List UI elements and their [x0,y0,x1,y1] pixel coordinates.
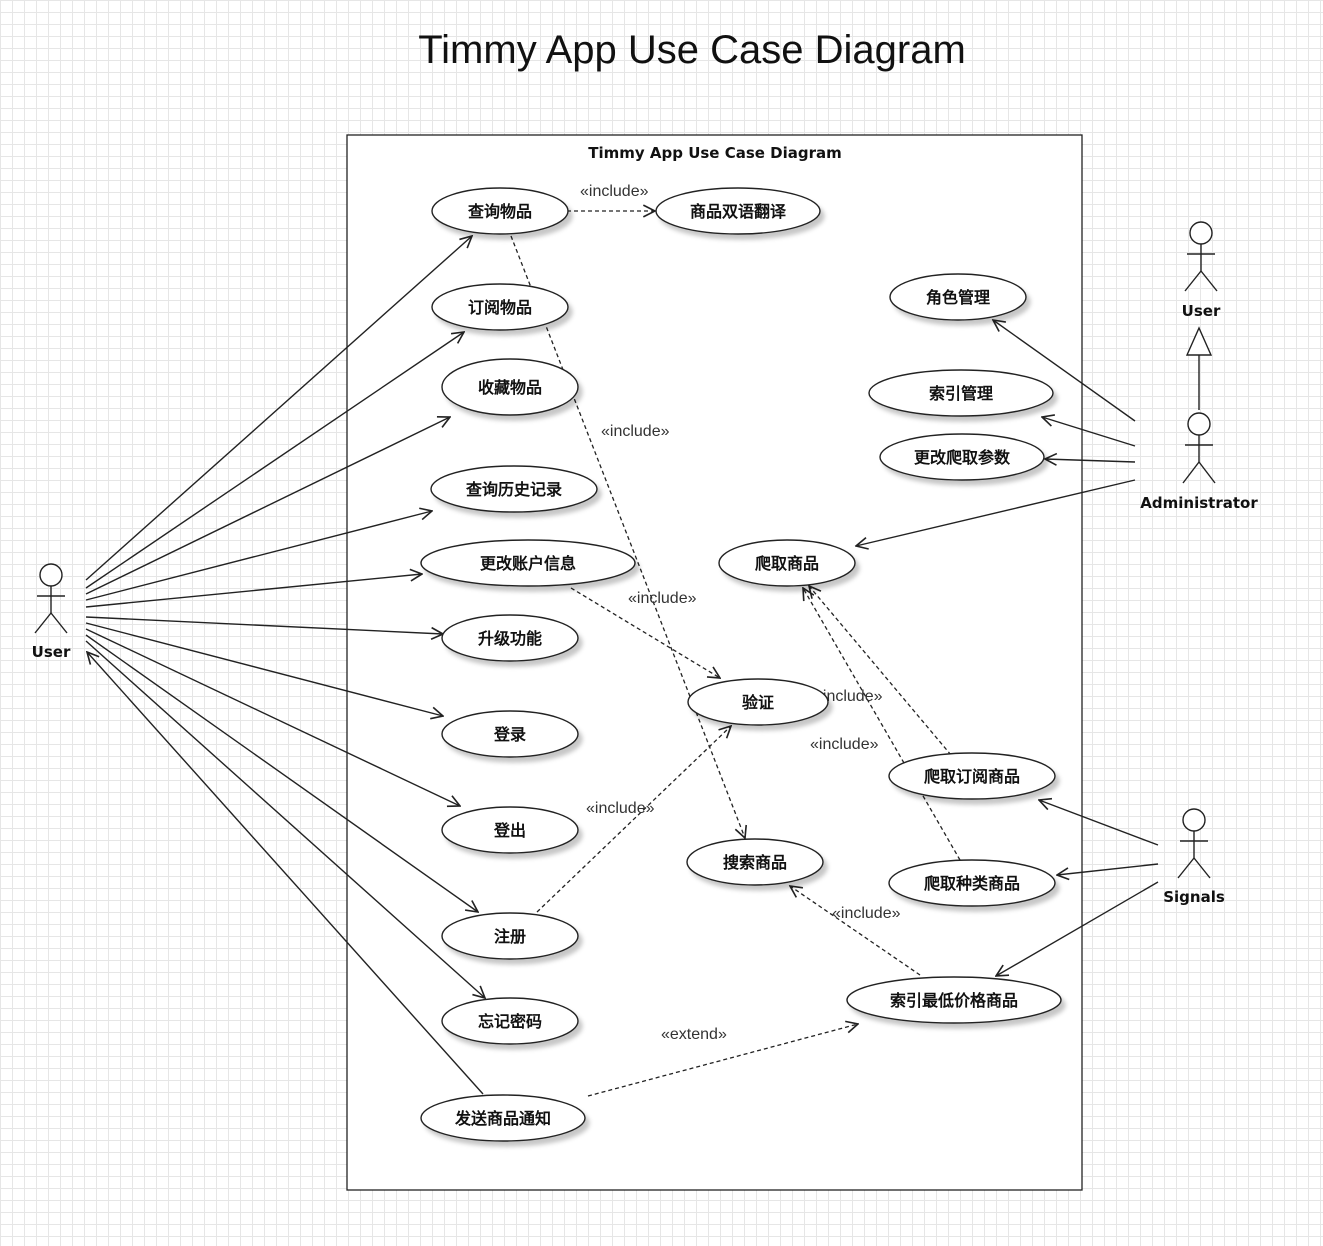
use-case-label: 搜索商品 [723,853,787,872]
assoc-admin-params[interactable] [1045,459,1136,462]
assoc-signals-crawlsub[interactable] [1039,800,1159,846]
label-include-lowest: «include» [832,905,901,922]
actor-label-user-left: User [32,643,71,661]
assoc-user-query[interactable] [85,236,472,581]
include-account-verify[interactable] [570,587,720,678]
assoc-user-login[interactable] [85,622,443,716]
label-include-crawlcat: «include» [810,736,879,753]
assoc-user-register[interactable] [85,634,478,912]
use-case-crawl-category[interactable]: 爬取种类商品 [888,859,1056,907]
use-case-favorite[interactable]: 收藏物品 [441,358,579,416]
use-case-label: 查询历史记录 [466,480,562,499]
use-case-query-items[interactable]: 查询物品 [431,187,569,235]
include-lowest-search[interactable] [790,886,921,976]
assoc-admin-crawl[interactable] [856,479,1136,546]
use-case-label: 收藏物品 [478,378,542,397]
label-extend-notify: «extend» [661,1026,727,1043]
include-register-verify[interactable] [536,726,731,913]
actor-user-right[interactable] [1184,221,1218,292]
generalization-admin-user[interactable] [1185,326,1213,410]
use-case-label: 爬取订阅商品 [923,767,1020,786]
use-case-label: 订阅物品 [468,298,532,317]
assoc-user-forgot[interactable] [85,640,485,998]
assoc-signals-crawlcat[interactable] [1057,863,1159,875]
use-case-label: 注册 [494,927,526,946]
assoc-admin-index[interactable] [1042,417,1136,447]
actor-administrator[interactable] [1182,412,1216,484]
use-case-label: 爬取商品 [754,554,819,573]
use-case-subscribe[interactable]: 订阅物品 [431,283,569,331]
actor-label-signals: Signals [1163,888,1225,906]
include-crawlcat-crawl[interactable] [803,588,961,861]
actor-label-administrator: Administrator [1140,494,1258,512]
use-case-index-mgmt[interactable]: 索引管理 [868,369,1054,417]
assoc-signals-lowest[interactable] [996,881,1159,976]
use-case-label: 索引最低价格商品 [890,991,1018,1010]
use-case-label: 角色管理 [926,288,990,307]
label-include-register: «include» [586,800,655,817]
assoc-user-account[interactable] [85,574,422,608]
use-case-label: 登录 [493,725,526,744]
label-include-translate: «include» [580,183,649,200]
user-associations [85,236,485,1095]
use-case-label: 升级功能 [478,629,542,648]
use-case-label: 发送商品通知 [454,1109,551,1128]
extend-notify-lowest[interactable] [587,1024,858,1097]
use-case-logout[interactable]: 登出 [441,806,579,854]
assoc-user-favorite[interactable] [85,417,450,595]
page-title: Timmy App Use Case Diagram [418,28,966,72]
use-case-label: 更改账户信息 [480,554,576,573]
use-case-roles[interactable]: 角色管理 [889,273,1027,321]
assoc-user-upgrade[interactable] [85,616,443,634]
label-include-account: «include» [628,590,697,607]
actor-head-icon [1187,412,1211,436]
assoc-user-subscribe[interactable] [85,332,464,589]
use-case-account[interactable]: 更改账户信息 [420,539,636,587]
actor-head-icon [1182,808,1206,832]
use-case-crawl-subscribed[interactable]: 爬取订阅商品 [888,752,1056,800]
use-case-crawl[interactable]: 爬取商品 [718,539,856,587]
dependency-relations [510,211,961,1097]
use-case-label: 商品双语翻译 [690,202,787,221]
use-case-upgrade[interactable]: 升级功能 [441,614,579,662]
use-case-history[interactable]: 查询历史记录 [430,465,598,513]
use-case-label: 查询物品 [468,202,532,221]
use-case-notify[interactable]: 发送商品通知 [420,1094,586,1142]
use-case-search[interactable]: 搜索商品 [686,838,824,886]
use-case-label: 更改爬取参数 [914,448,1011,467]
include-query-search[interactable] [510,235,745,838]
admin-signal-associations [856,320,1159,976]
relation-labels: «include» «include» «include» «include» … [580,183,901,1043]
use-case-label: 验证 [742,693,774,712]
use-case-label: 索引管理 [929,384,993,403]
use-case-lowest-price[interactable]: 索引最低价格商品 [846,976,1062,1024]
use-case-label: 爬取种类商品 [923,874,1020,893]
use-case-register[interactable]: 注册 [441,912,579,960]
actor-head-icon [1189,221,1213,245]
assoc-notify-user[interactable] [87,652,484,1095]
actor-head-icon [39,563,63,587]
use-case-verify[interactable]: 验证 [687,678,829,726]
use-case-translate[interactable]: 商品双语翻译 [655,187,821,235]
assoc-user-logout[interactable] [85,628,460,806]
label-include-search: «include» [601,423,670,440]
use-case-forgot-password[interactable]: 忘记密码 [441,997,579,1045]
label-include-crawlsub: «include» [814,688,883,705]
use-case-label: 登出 [493,821,526,840]
use-case-login[interactable]: 登录 [441,710,579,758]
assoc-admin-roles[interactable] [993,320,1136,422]
use-case-crawl-params[interactable]: 更改爬取参数 [879,433,1045,481]
actor-user-left[interactable] [34,563,68,634]
use-case-label: 忘记密码 [478,1012,542,1031]
actor-signals[interactable] [1177,808,1211,879]
actor-label-user-right: User [1182,302,1221,320]
generalization-triangle-icon [1185,326,1213,356]
include-crawlsub-crawl[interactable] [809,586,952,756]
assoc-user-history[interactable] [85,511,432,601]
system-title: Timmy App Use Case Diagram [588,144,842,162]
